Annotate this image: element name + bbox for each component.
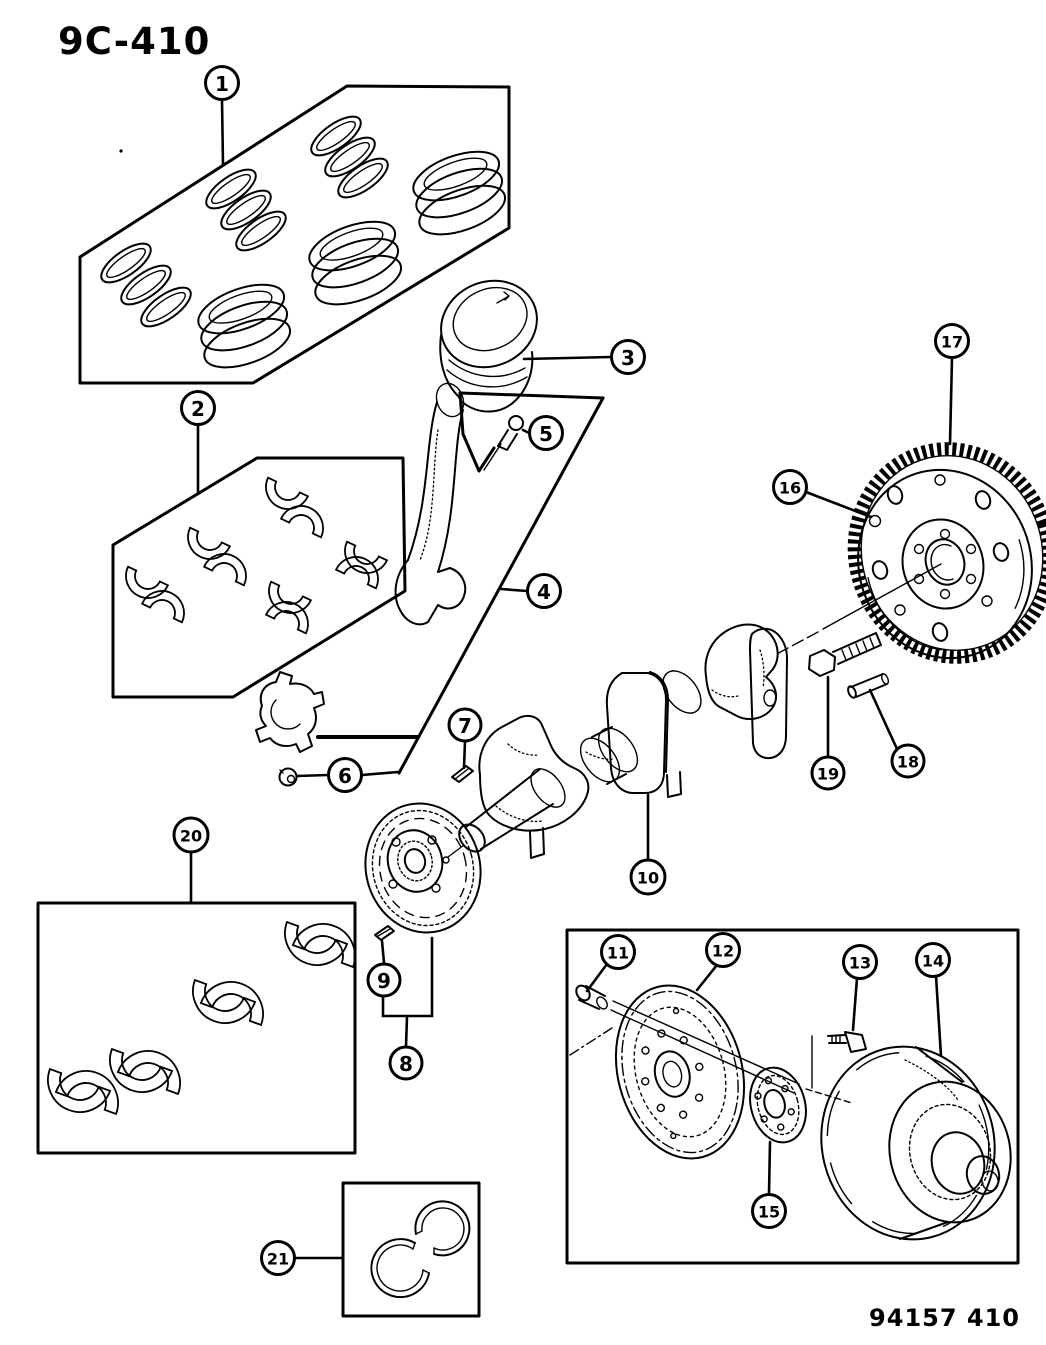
callout-10-number: 10 [637, 869, 659, 888]
callout-13-number: 13 [849, 954, 871, 973]
converter-bolt [575, 984, 608, 1010]
callout-5-number: 5 [539, 422, 553, 446]
sheet-code-label: 94157 410 [869, 1304, 1020, 1332]
callout-17: 17 [934, 323, 970, 446]
callout-20: 20 [172, 816, 210, 903]
piston-orientation-arrow [496, 291, 510, 304]
piston-rings [100, 115, 389, 328]
callout-14: 14 [915, 942, 951, 1058]
callout-11-number: 11 [607, 944, 629, 963]
spacer-plate-drawing [749, 1066, 807, 1144]
damper-key [374, 925, 395, 941]
callout-4-number: 4 [537, 580, 551, 604]
callout-8: 8 [388, 1015, 424, 1081]
rod-bolt [483, 415, 524, 471]
alignment-hole [868, 514, 882, 528]
callout-18-number: 18 [897, 753, 919, 772]
torque-converter-drawing [820, 1045, 1012, 1241]
callout-1: 1 [204, 65, 240, 167]
callout-7: 7 [447, 707, 483, 770]
callout-10: 10 [629, 793, 667, 896]
callout-17-number: 17 [941, 333, 963, 352]
figure-code-label: 9C-410 [58, 20, 210, 63]
main-bearing-set-box [36, 901, 365, 1155]
callout-16-number: 16 [779, 479, 801, 498]
callout-19: 19 [810, 675, 846, 791]
main-bearing-shells [38, 914, 365, 1122]
ring-gear-drawing [772, 442, 1046, 664]
callout-2-number: 2 [191, 397, 205, 421]
gear-teeth-ring [847, 442, 1046, 664]
callout-12-number: 12 [712, 942, 734, 961]
callout-3-number: 3 [621, 346, 635, 370]
callout-9-number: 9 [377, 969, 391, 993]
crankshaft-damper [364, 802, 482, 934]
rod-cap-and-nut [255, 671, 420, 787]
callout-20-number: 20 [180, 827, 202, 846]
stray-ink-dot [119, 149, 123, 153]
callout-7-number: 7 [458, 714, 472, 738]
flexplate-drawing [614, 984, 746, 1160]
callout-8-number: 8 [399, 1052, 413, 1076]
dowel-pin [847, 673, 890, 699]
callout-14-number: 14 [922, 952, 944, 971]
callout-6-number: 6 [338, 764, 352, 788]
piston-and-rod-assembly [394, 279, 538, 626]
callout-5: 5 [521, 415, 564, 451]
callout-11: 11 [585, 934, 636, 993]
rod-bearing-shells [117, 476, 388, 635]
callout-2: 2 [180, 390, 216, 494]
connecting-rod [394, 382, 467, 626]
callout-1-number: 1 [215, 72, 229, 96]
callout-12: 12 [695, 932, 741, 992]
callout-15-number: 15 [758, 1203, 780, 1222]
flexplate-bolt [808, 632, 882, 677]
rod-bearing-set-box [111, 456, 407, 699]
callout-21: 21 [260, 1240, 344, 1276]
piston-ring-set-box [78, 84, 511, 385]
piston-ring-stacks [197, 150, 507, 369]
callout-6: 6 [295, 757, 400, 793]
callout-19-number: 19 [817, 765, 839, 784]
callout-16: 16 [772, 469, 873, 519]
thrust-ring-box [341, 1181, 481, 1318]
converter-group-box [565, 928, 1020, 1265]
callout-13: 13 [842, 944, 878, 1032]
callout-3: 3 [522, 339, 646, 375]
snap-rings [370, 1200, 471, 1299]
drive-plate-bolt [827, 1031, 867, 1053]
callouts: 1 2 3 4 5 6 7 [172, 65, 970, 1276]
callout-18: 18 [868, 688, 926, 779]
crankshaft-key [451, 765, 474, 783]
crankshaft-drawing [447, 623, 788, 859]
callout-15: 15 [751, 1140, 787, 1229]
callout-4: 4 [499, 573, 562, 609]
callout-21-number: 21 [267, 1250, 289, 1269]
callout-9: 9 [366, 939, 402, 998]
